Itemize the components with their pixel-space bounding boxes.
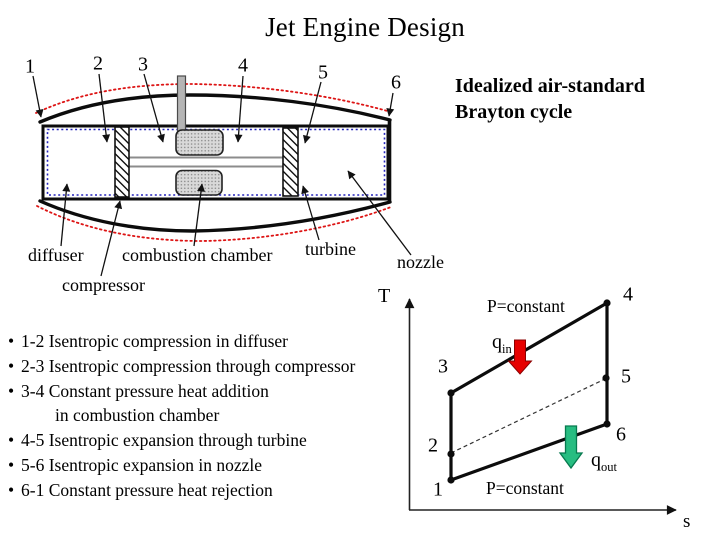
cycle-step-text: 5-6 Isentropic expansion in nozzle: [21, 454, 263, 475]
cycle-step-2: • 2-3 Isentropic compression through comp…: [8, 354, 355, 379]
station-number-3: 3: [138, 53, 148, 76]
bullet-icon: •: [8, 380, 15, 401]
cycle-step-4: • 4-5 Isentropic expansion through turbin…: [8, 428, 355, 453]
label-combustion-chamber: combustion chamber: [122, 245, 273, 265]
label-nozzle: nozzle: [397, 252, 444, 272]
state-label-2: 2: [428, 434, 438, 457]
combustion-chamber-upper: [175, 129, 224, 156]
q-out-symbol: q: [591, 449, 601, 471]
cycle-step-text: 2-3 Isentropic compression through compr…: [21, 355, 356, 376]
station-number-6: 6: [391, 71, 401, 94]
s-axis-label: s: [683, 511, 691, 532]
compressor-block: [114, 126, 130, 198]
turbine-block: [282, 127, 299, 197]
q-in-subscript: in: [502, 342, 512, 356]
station-number-1: 1: [25, 55, 35, 78]
label-line-turbine: [301, 185, 320, 241]
label-line-compressor: [100, 200, 123, 277]
p-constant-bottom-label: P=constant: [486, 478, 564, 498]
brayton-heading: Idealized air-standard Brayton cycle: [455, 74, 645, 125]
state-dot-5: [602, 374, 610, 382]
state-dot-3: [447, 389, 455, 397]
label-compressor: compressor: [62, 275, 145, 295]
q-out-subscript: out: [601, 460, 617, 474]
brayton-heading-line1: Idealized air-standard: [455, 75, 645, 97]
label-turbine: turbine: [305, 239, 356, 259]
state-dot-4: [603, 299, 611, 307]
callout-line-5: [303, 81, 322, 144]
label-diffuser: diffuser: [28, 245, 84, 265]
cycle-step-text: 1-2 Isentropic compression in diffuser: [21, 331, 288, 351]
state-label-4: 4: [623, 283, 633, 306]
callout-line-6: [386, 92, 395, 117]
label-line-nozzle: [347, 170, 412, 256]
state-label-3: 3: [438, 355, 448, 378]
cycle-step-text: 4-5 Isentropic expansion through turbine: [21, 430, 307, 451]
process-line-3-4: [449, 301, 609, 395]
streamline-bottom: [36, 205, 392, 242]
slide-title: Jet Engine Design: [265, 12, 465, 42]
fuel-injector-bar: [176, 75, 187, 133]
streamline-top: [35, 83, 392, 114]
bullet-icon: •: [8, 355, 15, 376]
label-line-combustion: [193, 183, 206, 247]
bullet-icon: •: [8, 454, 15, 475]
cycle-step-text: 3-4 Constant pressure heat addition: [21, 380, 269, 401]
cycle-step-text: 6-1 Constant pressure heat rejection: [21, 479, 273, 500]
state-label-6: 6: [616, 423, 626, 446]
process-line-6-1: [449, 422, 609, 482]
cycle-steps-list: •1-2 Isentropic compression in diffuser …: [8, 329, 355, 503]
cycle-step-text: in combustion chamber: [55, 405, 220, 426]
nacelle-top: [38, 93, 392, 124]
callout-line-4: [234, 75, 244, 143]
brayton-heading-line2: Brayton cycle: [455, 100, 573, 123]
callout-line-3: [143, 73, 165, 143]
q-out-arrow: [558, 425, 584, 470]
cycle-step-1: • 1-2 Isentropic compression in diffuser: [8, 329, 355, 354]
cycle-step-5: • 5-6 Isentropic expansion in nozzle: [8, 453, 355, 478]
state-dot-6: [603, 420, 611, 428]
process-dashed-2-5: [450, 378, 606, 454]
station-number-5: 5: [318, 61, 328, 84]
station-number-4: 4: [238, 54, 248, 77]
cycle-step-6: • 6-1 Constant pressure heat rejection: [8, 478, 355, 503]
station-number-2: 2: [93, 52, 103, 75]
cycle-step-3: • 3-4 Constant pressure heat addition: [8, 379, 355, 404]
q-out-label: qout: [591, 449, 617, 475]
q-in-label: qin: [492, 331, 512, 357]
combustion-chamber-lower: [175, 169, 223, 196]
t-axis-label: T: [378, 285, 391, 307]
q-in-arrow: [507, 339, 533, 375]
q-in-symbol: q: [492, 331, 502, 353]
state-label-5: 5: [621, 365, 631, 388]
bullet-icon: •: [8, 430, 15, 451]
state-dot-2: [447, 450, 455, 458]
p-constant-top-label: P=constant: [487, 296, 565, 316]
nacelle-bottom: [38, 199, 392, 233]
state-label-1: 1: [433, 478, 443, 501]
callout-line-1: [32, 75, 44, 118]
bullet-icon: •: [8, 479, 15, 500]
cycle-step-3-continued: in combustion chamber: [8, 403, 355, 428]
bullet-icon: •: [8, 331, 15, 351]
state-dot-1: [447, 476, 455, 484]
callout-line-2: [98, 73, 111, 143]
label-line-diffuser: [60, 183, 71, 247]
